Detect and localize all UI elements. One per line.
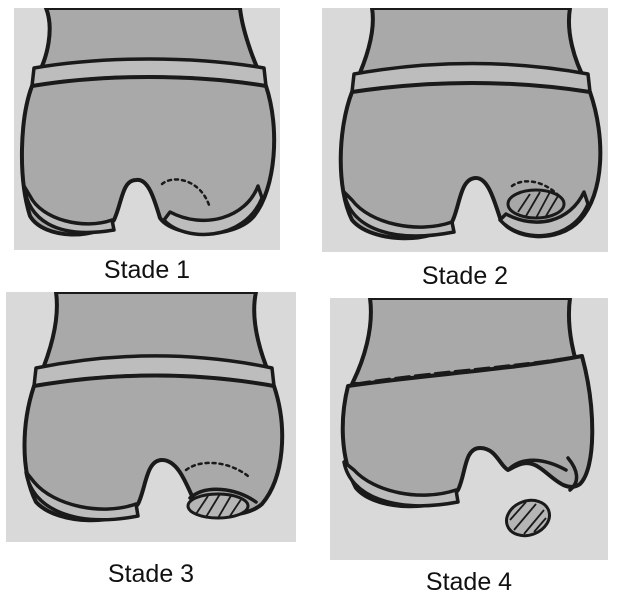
osteochondral-fragment (508, 190, 564, 218)
stage-3-panel (6, 292, 296, 542)
stage-3-femur-illustration (6, 292, 296, 542)
stage-1-panel (14, 8, 280, 250)
loose-body-fragment (502, 495, 555, 542)
stage-1-femur-illustration (14, 8, 280, 250)
stage-2-label: Stade 2 (322, 262, 608, 291)
stage-4-panel (330, 298, 608, 560)
stage-4-femur-illustration (330, 298, 608, 560)
stage-1-label: Stade 1 (14, 256, 280, 285)
stage-3-label: Stade 3 (6, 560, 296, 589)
stage-2-panel (322, 8, 608, 252)
stage-2-femur-illustration (322, 8, 608, 252)
stage-4-label: Stade 4 (330, 568, 608, 597)
